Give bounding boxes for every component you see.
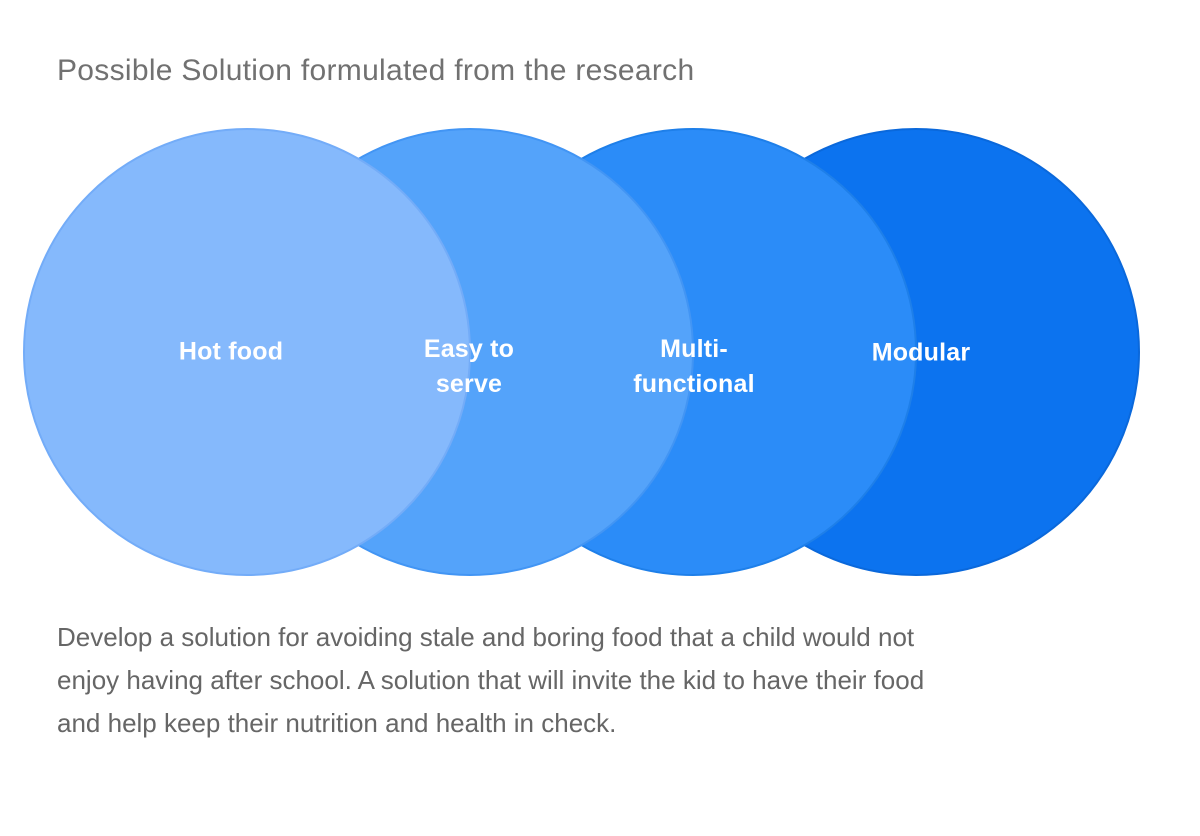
circle-label-multi-functional: Multi- functional: [633, 335, 755, 398]
description-text: Develop a solution for avoiding stale an…: [57, 622, 925, 738]
circle-hot-food: [23, 128, 471, 576]
circle-label-modular: Modular: [871, 338, 971, 367]
page-title: Possible Solution formulated from the re…: [57, 54, 695, 87]
circle-label-hot-food: Hot food: [178, 337, 284, 366]
circle-label-easy-to-serve: Easy to serve: [423, 335, 515, 398]
